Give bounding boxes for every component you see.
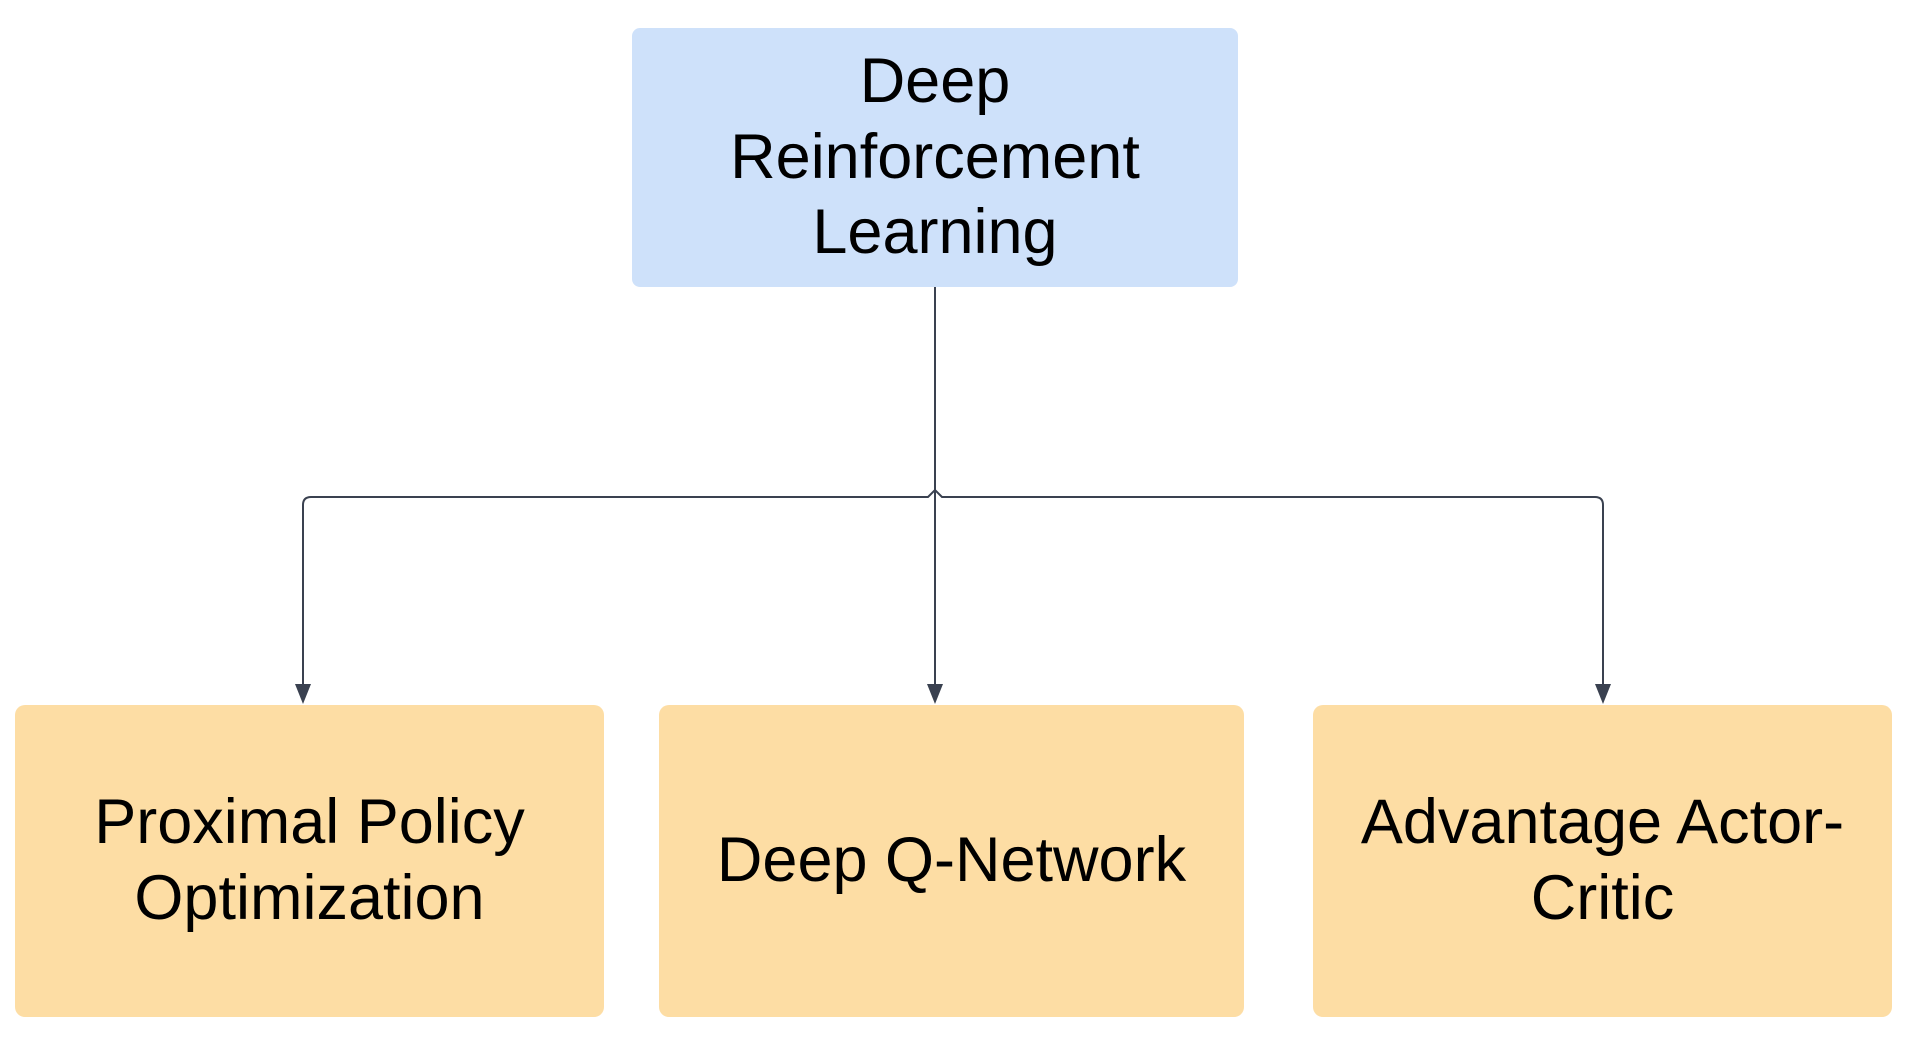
node-label: Proximal Policy Optimization — [94, 787, 525, 933]
arrowhead-down-icon — [295, 684, 311, 704]
node-label: Deep Reinforcement Learning — [730, 46, 1140, 268]
node-proximal-policy-optimization: Proximal Policy Optimization — [15, 705, 604, 1017]
node-deep-q-network: Deep Q-Network — [659, 705, 1244, 1017]
connector-branch-line — [302, 488, 1604, 686]
node-label: Deep Q-Network — [716, 825, 1187, 896]
arrowhead-down-icon — [1595, 684, 1611, 704]
node-advantage-actor-critic: Advantage Actor-Critic — [1313, 705, 1892, 1017]
node-label: Advantage Actor-Critic — [1360, 787, 1845, 933]
node-deep-reinforcement-learning: Deep Reinforcement Learning — [632, 28, 1238, 287]
arrowhead-down-icon — [927, 684, 943, 704]
